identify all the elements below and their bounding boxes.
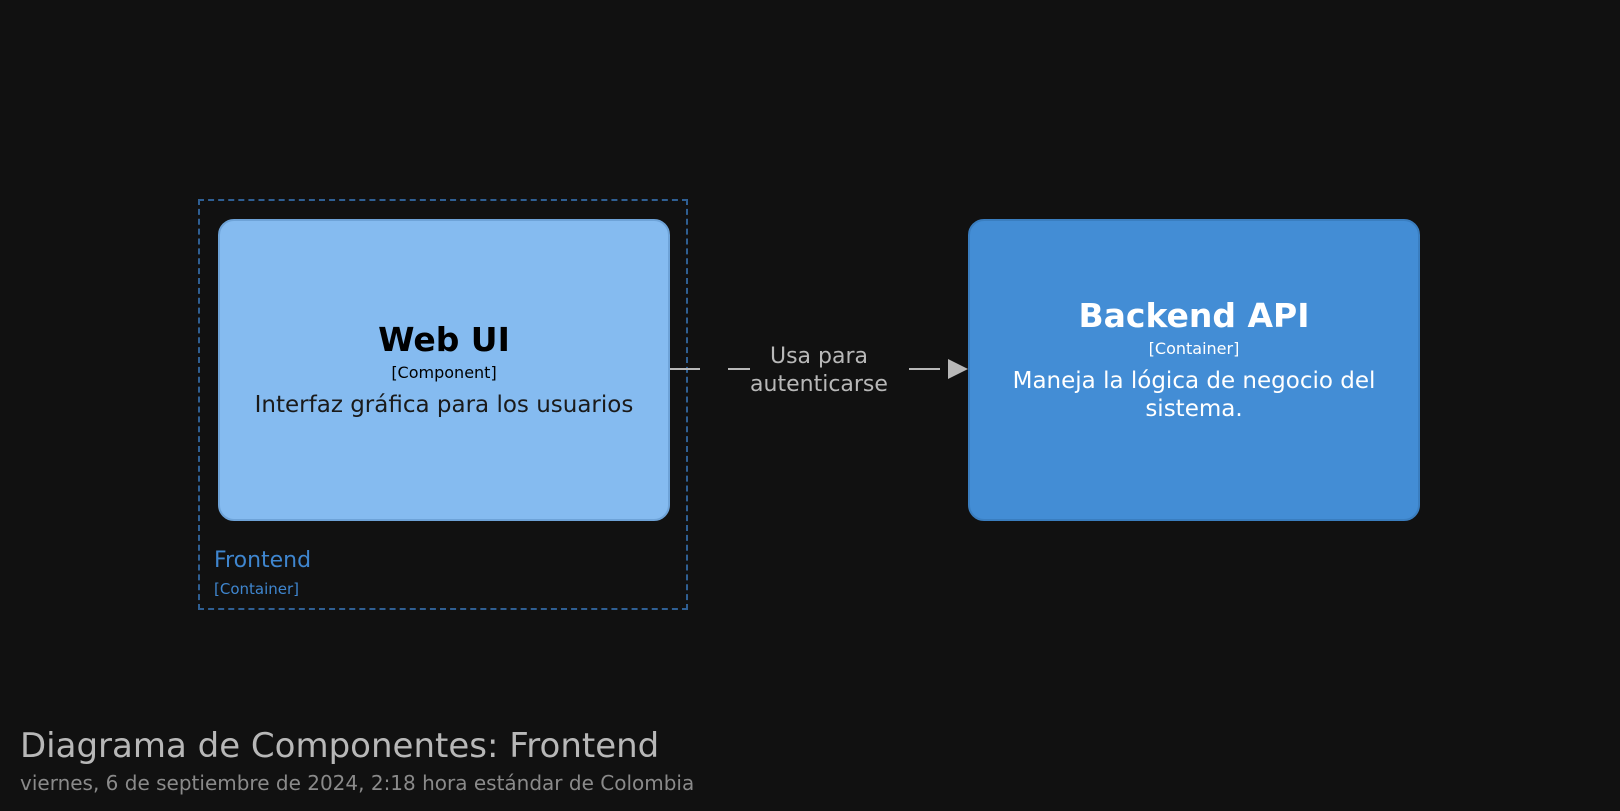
relationship-label: Usa para autenticarse bbox=[740, 343, 898, 399]
relationship-label-line1: Usa para bbox=[769, 344, 868, 369]
frontend-boundary bbox=[198, 199, 688, 610]
boundary-label: Frontend bbox=[214, 548, 312, 573]
backend-api-type: [Container] bbox=[1148, 339, 1240, 358]
web-ui-description: Interfaz gráfica para los usuarios bbox=[254, 392, 634, 418]
diagram-title: Diagrama de Componentes: Frontend bbox=[20, 726, 660, 766]
relationship-label-line2: autenticarse bbox=[750, 372, 888, 397]
web-ui-title: Web UI bbox=[378, 320, 510, 359]
web-ui-type: [Component] bbox=[391, 363, 497, 382]
backend-api-container[interactable]: Backend API [Container] Maneja la lógica… bbox=[968, 219, 1420, 521]
boundary-type: [Container] bbox=[214, 580, 300, 598]
web-ui-component[interactable]: Web UI [Component] Interfaz gráfica para… bbox=[218, 219, 670, 521]
backend-api-description: Maneja la lógica de negocio del sistema. bbox=[1012, 368, 1376, 422]
arrowhead-icon bbox=[948, 359, 968, 379]
diagram-timestamp: viernes, 6 de septiembre de 2024, 2:18 h… bbox=[20, 771, 695, 795]
backend-api-title: Backend API bbox=[1078, 296, 1310, 335]
